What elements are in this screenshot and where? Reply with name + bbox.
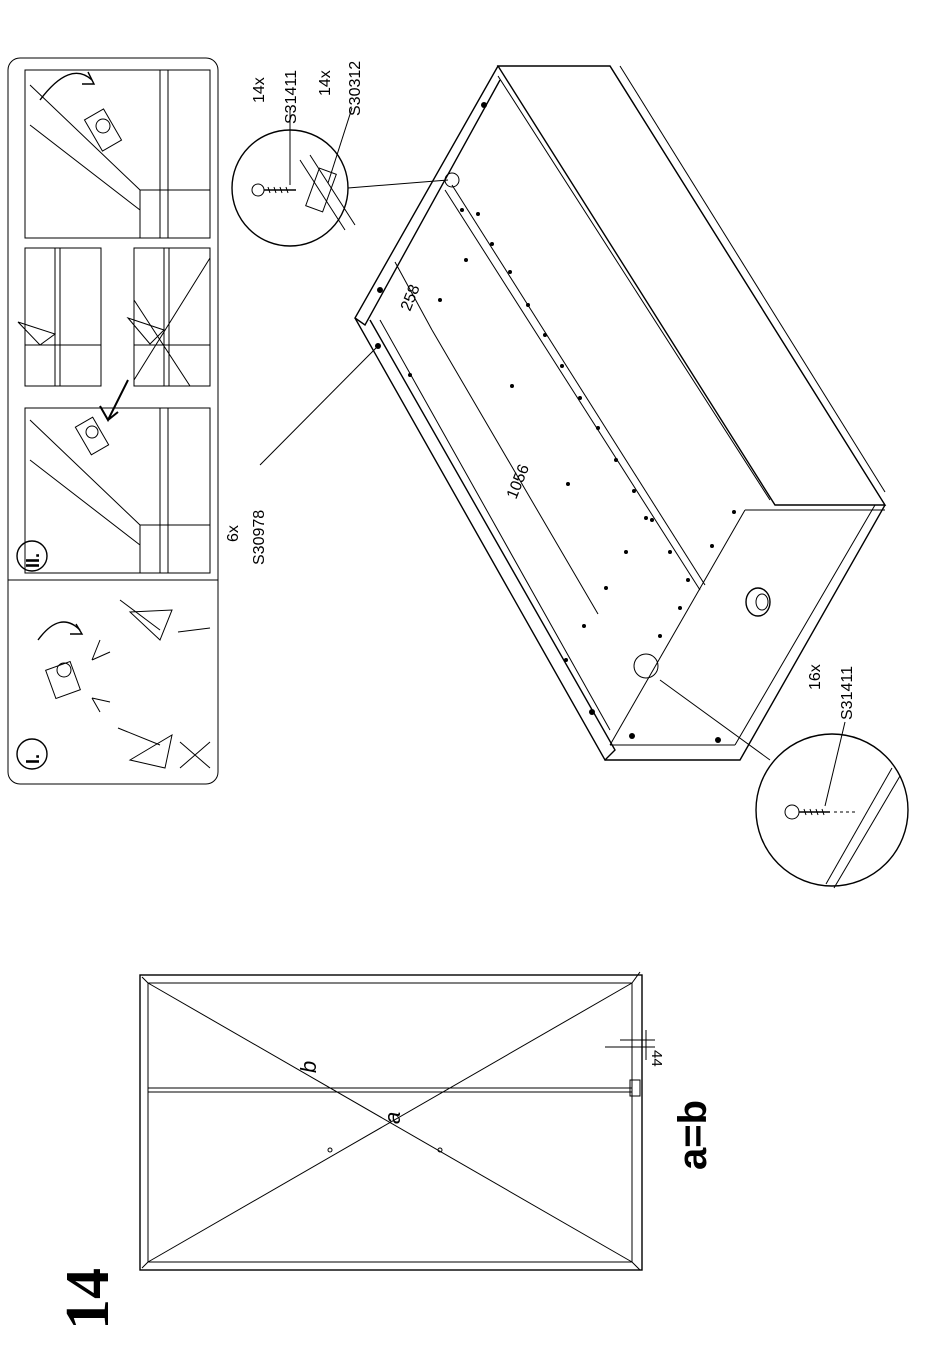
knob	[746, 588, 770, 616]
panel-I: I.	[17, 600, 210, 769]
diagonal-a-label: a	[380, 1112, 405, 1124]
panel-I-label: I.	[23, 754, 43, 764]
callout-6x-S30978: 6x S30978	[225, 346, 378, 565]
diagonal-rule: a=b	[671, 1100, 715, 1170]
screw-top-code: S31411	[283, 70, 300, 124]
dim-44: 44	[648, 1050, 665, 1067]
clip-code: S30312	[347, 61, 364, 116]
callout-detail-bottom: 16x S31411	[634, 654, 908, 888]
screw-bottom-qty: 16x	[807, 664, 824, 690]
panel-II-label: II.	[23, 553, 43, 568]
screw-bottom-code: S31411	[839, 666, 856, 720]
dim-258: 258	[398, 282, 424, 313]
panel-II: II.	[17, 70, 210, 573]
detail-panel: I. II.	[8, 58, 218, 784]
dowel-qty: 6x	[225, 525, 242, 542]
top-view-diagram: 44 b a	[140, 972, 665, 1270]
screw-top-qty: 14x	[251, 77, 268, 103]
step-number: 14	[54, 1268, 122, 1330]
dowel-code: S30978	[251, 510, 268, 565]
diagonal-b-label: b	[296, 1061, 321, 1073]
callout-detail-top: 14x S31411 14x S30312	[232, 61, 459, 246]
drawer-assembly-drawing: 258 1056	[355, 66, 885, 760]
clip-qty: 14x	[317, 70, 334, 96]
